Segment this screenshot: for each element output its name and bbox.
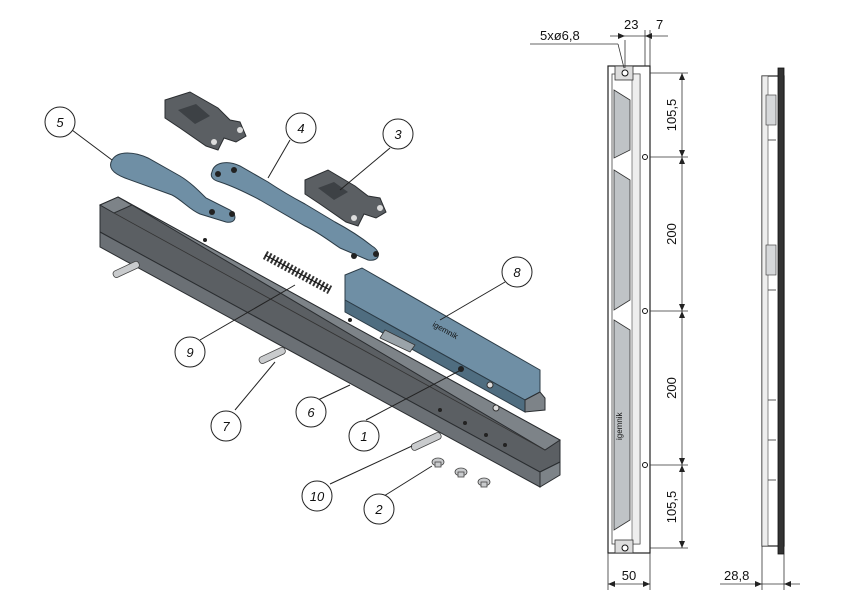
screws xyxy=(431,457,491,488)
svg-text:7: 7 xyxy=(222,419,230,434)
callout-3: 3 xyxy=(382,118,414,150)
slide-carriage: igemnik xyxy=(344,267,546,413)
dim-bottom-width: 50 xyxy=(622,568,636,583)
housing-channel xyxy=(98,196,561,488)
exploded-view: igemnik xyxy=(44,91,561,525)
front-engraving-text: igemnik xyxy=(615,411,624,440)
callout-4: 4 xyxy=(285,112,317,144)
svg-text:9: 9 xyxy=(186,345,193,360)
dim-side-depth: 28,8 xyxy=(724,568,749,583)
dim-top-width-b: 7 xyxy=(656,17,663,32)
svg-text:3: 3 xyxy=(394,127,402,142)
front-view: igemnik 105,5 200 200 105,5 5xø6,8 23 7 xyxy=(530,17,688,590)
callout-2: 2 xyxy=(363,493,395,525)
svg-text:4: 4 xyxy=(297,121,304,136)
callout-8: 8 xyxy=(501,256,533,288)
svg-text:2: 2 xyxy=(374,502,383,517)
callout-7: 7 xyxy=(210,410,242,442)
svg-text:8: 8 xyxy=(513,265,521,280)
dim-holes: 5xø6,8 xyxy=(540,28,580,43)
callout-6: 6 xyxy=(295,396,327,428)
callout-5: 5 xyxy=(44,106,76,138)
callout-1: 1 xyxy=(348,420,380,452)
bracket-3 xyxy=(304,169,387,227)
callout-10: 10 xyxy=(301,480,333,512)
dim-seg-bottom: 105,5 xyxy=(664,491,679,524)
dim-top-width-a: 23 xyxy=(624,17,638,32)
dim-seg-mid1: 200 xyxy=(664,223,679,245)
dim-seg-mid2: 200 xyxy=(664,377,679,399)
bracket-top xyxy=(164,91,247,151)
pin-10 xyxy=(410,432,442,451)
pin-7 xyxy=(112,260,286,364)
side-view: 28,8 xyxy=(720,67,800,590)
link-bar-middle xyxy=(210,162,379,261)
dim-seg-top: 105,5 xyxy=(664,99,679,132)
spring xyxy=(262,251,333,294)
svg-text:5: 5 xyxy=(56,115,64,130)
svg-text:10: 10 xyxy=(310,489,325,504)
leader-lines xyxy=(71,129,506,497)
svg-text:1: 1 xyxy=(360,429,367,444)
svg-text:6: 6 xyxy=(307,405,315,420)
callout-9: 9 xyxy=(174,336,206,368)
link-bar-left xyxy=(110,152,236,223)
